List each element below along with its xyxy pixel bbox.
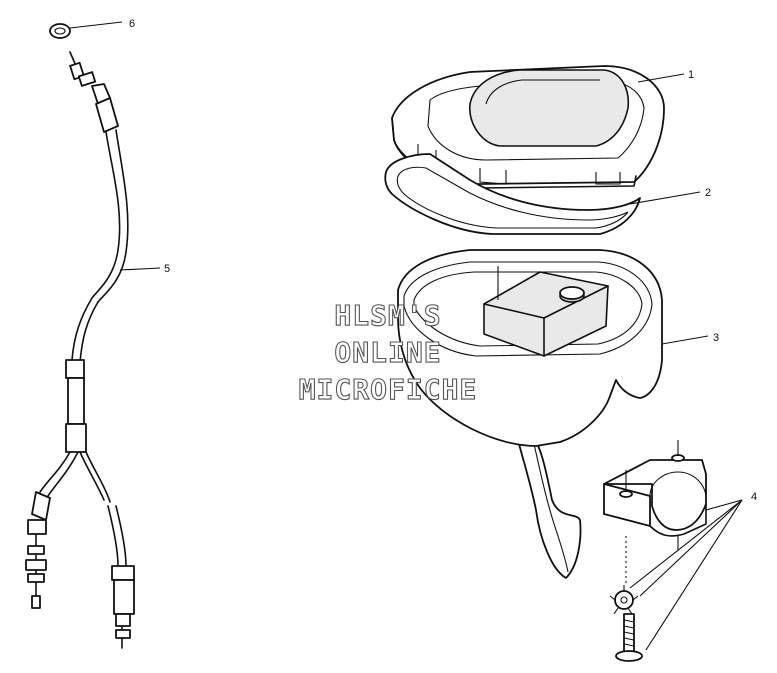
watermark-line-2: ONLINE xyxy=(334,336,441,369)
watermark-line-3: MICROFICHE xyxy=(299,373,478,406)
callout-1: 1 xyxy=(688,69,694,81)
callout-6: 6 xyxy=(129,18,135,30)
callout-numbers: 6 1 2 3 5 4 xyxy=(129,18,757,503)
part-5-throttle-cable xyxy=(25,51,135,649)
watermark: HLSM'S ONLINE MICROFICHE xyxy=(298,298,478,406)
callout-4: 4 xyxy=(751,491,757,503)
watermark-line-1: HLSM'S xyxy=(334,299,441,332)
part-4-clamp-hardware xyxy=(603,440,707,662)
part-6-clip xyxy=(49,23,71,39)
lockwasher xyxy=(609,585,639,615)
leader-lines xyxy=(69,21,743,651)
part-3-throttle-housing xyxy=(397,249,663,579)
screw xyxy=(615,613,643,662)
callout-5: 5 xyxy=(164,263,170,275)
callout-2: 2 xyxy=(705,187,711,199)
part-2-gasket xyxy=(384,153,641,235)
callout-3: 3 xyxy=(713,332,719,344)
